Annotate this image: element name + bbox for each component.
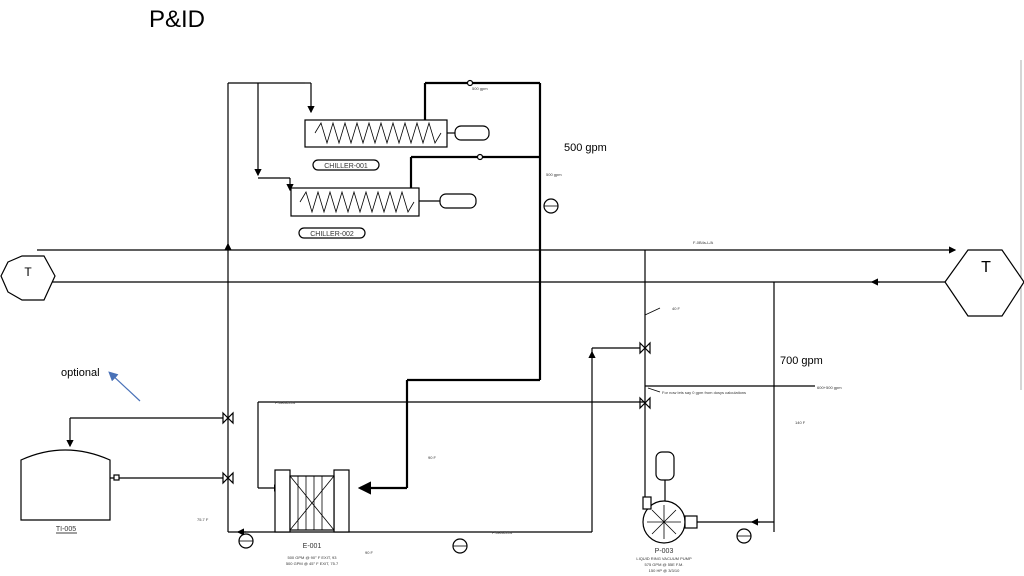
flow-note-700: 700 gpm — [780, 355, 823, 367]
right-tank-label: T — [981, 259, 991, 276]
mid-return-line: F-0B4s-L/A — [257, 400, 645, 492]
hx-spec-1: 500 GPM @ 90° F EXIT, 93 — [287, 555, 337, 560]
left-tank: T — [0, 255, 56, 301]
temp-90b: 90 F — [365, 550, 374, 555]
note-line: For now lets say 0 gpm from dosys calcul… — [662, 390, 746, 395]
temp-90: 90 F — [428, 455, 437, 460]
pump-spec-3: 150 HP @ 3/3/10 — [649, 568, 680, 573]
page-title: P&ID — [149, 6, 206, 33]
left-tank-lines: 75.7 F 90 F 90 F F-0B4s-L/A — [66, 411, 592, 555]
gpm-tag-2: 600+500 gpm — [817, 385, 842, 390]
chiller-002: CHILLER-002 — [290, 187, 477, 239]
storage-tank: TI-005 — [20, 449, 111, 534]
gpm-tag: 500 gpm — [546, 172, 562, 177]
right-riser: 40 F For now lets say 0 gpm from dosys c… — [588, 250, 746, 532]
valve-tag-1: 500 gpm — [472, 86, 488, 91]
optional-note: optional — [61, 367, 100, 379]
temp-40: 40 F — [672, 306, 681, 311]
pump-spec-1: LIQUID RING VACUUM PUMP — [636, 556, 692, 561]
vacuum-pump: P-003 LIQUID RING VACUUM PUMP 575 GPM @ … — [636, 451, 774, 573]
temp-757: 75.7 F — [197, 517, 209, 522]
gpm700-branch: 600+500 gpm 140 F — [645, 282, 842, 532]
header-line-tag: F-0B4s-L/A — [693, 240, 714, 245]
main-header-lines — [37, 246, 957, 286]
mid-line-tag: F-0B4s-L/A — [275, 400, 296, 405]
chiller-return-lines: 500 gpm 500 gpm — [357, 79, 562, 495]
chiller-001: CHILLER-001 — [304, 119, 490, 171]
hx-spec-2: 500 GPM @ 45° F EXIT, 75.7 — [286, 561, 339, 566]
left-tank-label: T — [24, 265, 32, 279]
heat-exchanger: E-001 500 GPM @ 90° F EXIT, 93 500 GPM @… — [274, 469, 350, 566]
bottom-line-tag: F-0B4s-L/A — [492, 530, 513, 535]
left-riser — [224, 82, 315, 532]
chiller-002-label: CHILLER-002 — [310, 231, 354, 238]
flow-note-500: 500 gpm — [564, 142, 607, 154]
storage-tank-label: TI-005 — [56, 526, 76, 533]
pump-spec-2: 575 GPM @ 55E F.M. — [645, 562, 684, 567]
temp-140: 140 F — [795, 420, 806, 425]
right-tank: T — [944, 249, 1024, 317]
pump-label: P-003 — [655, 548, 674, 555]
exchanger-label: E-001 — [303, 543, 322, 550]
optional-arrow — [108, 371, 141, 402]
chiller-001-label: CHILLER-001 — [324, 163, 368, 170]
